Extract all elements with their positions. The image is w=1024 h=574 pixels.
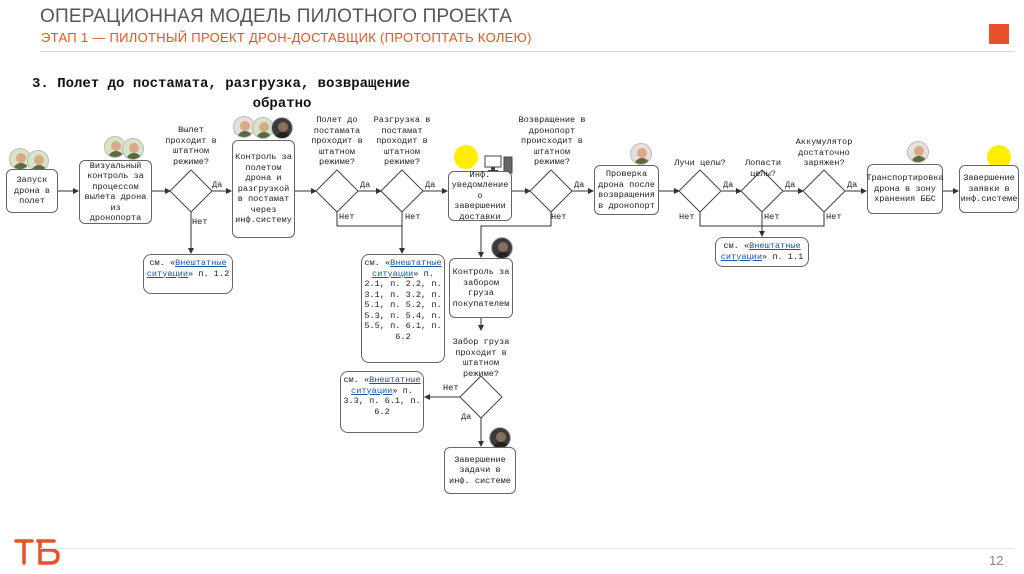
decision-diamond-6: [740, 169, 784, 213]
yes-label: Да: [425, 180, 436, 190]
exception-note-2: см. «Внештатные ситуации» п. 2.1, п. 2.2…: [361, 254, 445, 363]
box-notification: Инф. уведомление о завершении доставки: [448, 170, 512, 222]
header-divider: [40, 51, 1015, 52]
page-subtitle: ЭТАП 1 — ПИЛОТНЫЙ ПРОЕКТ ДРОН-ДОСТАВЩИК …: [41, 30, 532, 45]
person-avatar-icon: [489, 427, 511, 449]
question-3: Разгрузка в постамат проходит в штатном …: [373, 115, 431, 167]
decision-diamond-8: [459, 375, 503, 419]
note-suffix: » п. 2.1, п. 2.2, п. 3.1, п. 3.2, п. 5.1…: [364, 268, 442, 342]
note-suffix: » п. 1.1: [762, 251, 804, 262]
decision-diamond-7: [802, 169, 846, 213]
person-avatar-icon: [233, 116, 255, 138]
decision-diamond-2: [315, 169, 359, 213]
no-label: Нет: [826, 212, 842, 222]
footer-divider: [40, 548, 1015, 549]
decision-diamond-5: [678, 169, 722, 213]
box-task-done: Завершение задачи в инф. системе: [444, 447, 516, 494]
box-drone-check: Проверка дрона после возвращения в дроно…: [594, 165, 659, 215]
yes-label: Да: [360, 180, 371, 190]
person-avatar-icon: [271, 117, 293, 139]
box-finish-request: Завершение заявки в инф.системе: [959, 165, 1019, 213]
yes-label: Да: [212, 180, 223, 190]
question-6: Лопасти целы?: [744, 158, 782, 179]
yes-label: Да: [461, 412, 472, 422]
question-8: Забор груза проходит в штатном режиме?: [452, 337, 510, 379]
page-number: 12: [989, 553, 1004, 568]
person-avatar-icon: [104, 136, 126, 158]
yes-label: Да: [574, 180, 585, 190]
person-avatar-icon: [491, 237, 513, 259]
no-label: Нет: [551, 212, 567, 222]
no-label: Нет: [339, 212, 355, 222]
decision-diamond-3: [380, 169, 424, 213]
note-prefix: см. «: [364, 258, 391, 268]
yes-label: Да: [723, 180, 734, 190]
note-prefix: см. «: [149, 258, 176, 268]
step-title: 3. Полет до постамата, разгрузка, возвра…: [32, 74, 502, 114]
exception-note-3: см. «Внештатные ситуации» п. 3.3, п. 6.1…: [340, 371, 424, 433]
yes-label: Да: [785, 180, 796, 190]
question-1: Вылет проходит в штатном режиме?: [165, 125, 217, 167]
box-pickup-control: Контроль за забором груза покупателем: [449, 258, 513, 318]
yellow-circle-icon: [454, 145, 478, 169]
question-4: Возвращение в дронопорт происходит в шта…: [518, 115, 586, 167]
step-title-line1: 3. Полет до постамата, разгрузка, возвра…: [32, 76, 411, 92]
no-label: Нет: [405, 212, 421, 222]
question-7: Аккумулятор достаточно заряжен?: [795, 137, 853, 168]
tb-logo-icon: [14, 539, 60, 565]
question-5: Лучи целы?: [674, 158, 726, 168]
yes-label: Да: [847, 180, 858, 190]
box-visual-control: Визуальный контроль за процессом вылета …: [79, 160, 152, 224]
question-2: Полет до постамата проходит в штатном ре…: [311, 115, 363, 167]
person-avatar-icon: [122, 138, 144, 160]
exception-note-1: см. «Внештатные ситуации» п. 1.2: [143, 254, 233, 294]
box-launch: Запуск дрона в полет: [6, 169, 58, 213]
person-avatar-icon: [630, 143, 652, 165]
no-label: Нет: [679, 212, 695, 222]
step-title-line2: обратно: [252, 96, 312, 112]
box-transport: Транспортировка дрона в зону хранения ББ…: [866, 164, 944, 214]
no-label: Нет: [764, 212, 780, 222]
exceptions-link[interactable]: Внештатные ситуации: [351, 375, 421, 396]
no-label: Нет: [192, 217, 208, 227]
note-suffix: » п. 3.3, п. 6.1, п. 6.2: [343, 385, 421, 417]
exceptions-link[interactable]: Внештатные ситуации: [146, 258, 227, 279]
exceptions-link[interactable]: Внештатные ситуации: [372, 258, 442, 279]
box-flight-control: Контроль за полетом дрона и разгрузкой в…: [232, 140, 295, 238]
exception-note-4: см. «Внештатные ситуации» п. 1.1: [715, 237, 809, 267]
no-label: Нет: [443, 383, 459, 393]
exceptions-link[interactable]: Внештатные ситуации: [720, 241, 801, 262]
person-avatar-icon: [907, 141, 929, 163]
decision-diamond-1: [169, 169, 213, 213]
note-prefix: см. «: [343, 375, 370, 385]
decision-diamond-4: [529, 169, 573, 213]
page-title: ОПЕРАЦИОННАЯ МОДЕЛЬ ПИЛОТНОГО ПРОЕКТА: [40, 6, 513, 27]
note-prefix: см. «: [723, 241, 750, 251]
note-suffix: » п. 1.2: [188, 268, 230, 279]
corner-accent-square: [989, 24, 1009, 44]
